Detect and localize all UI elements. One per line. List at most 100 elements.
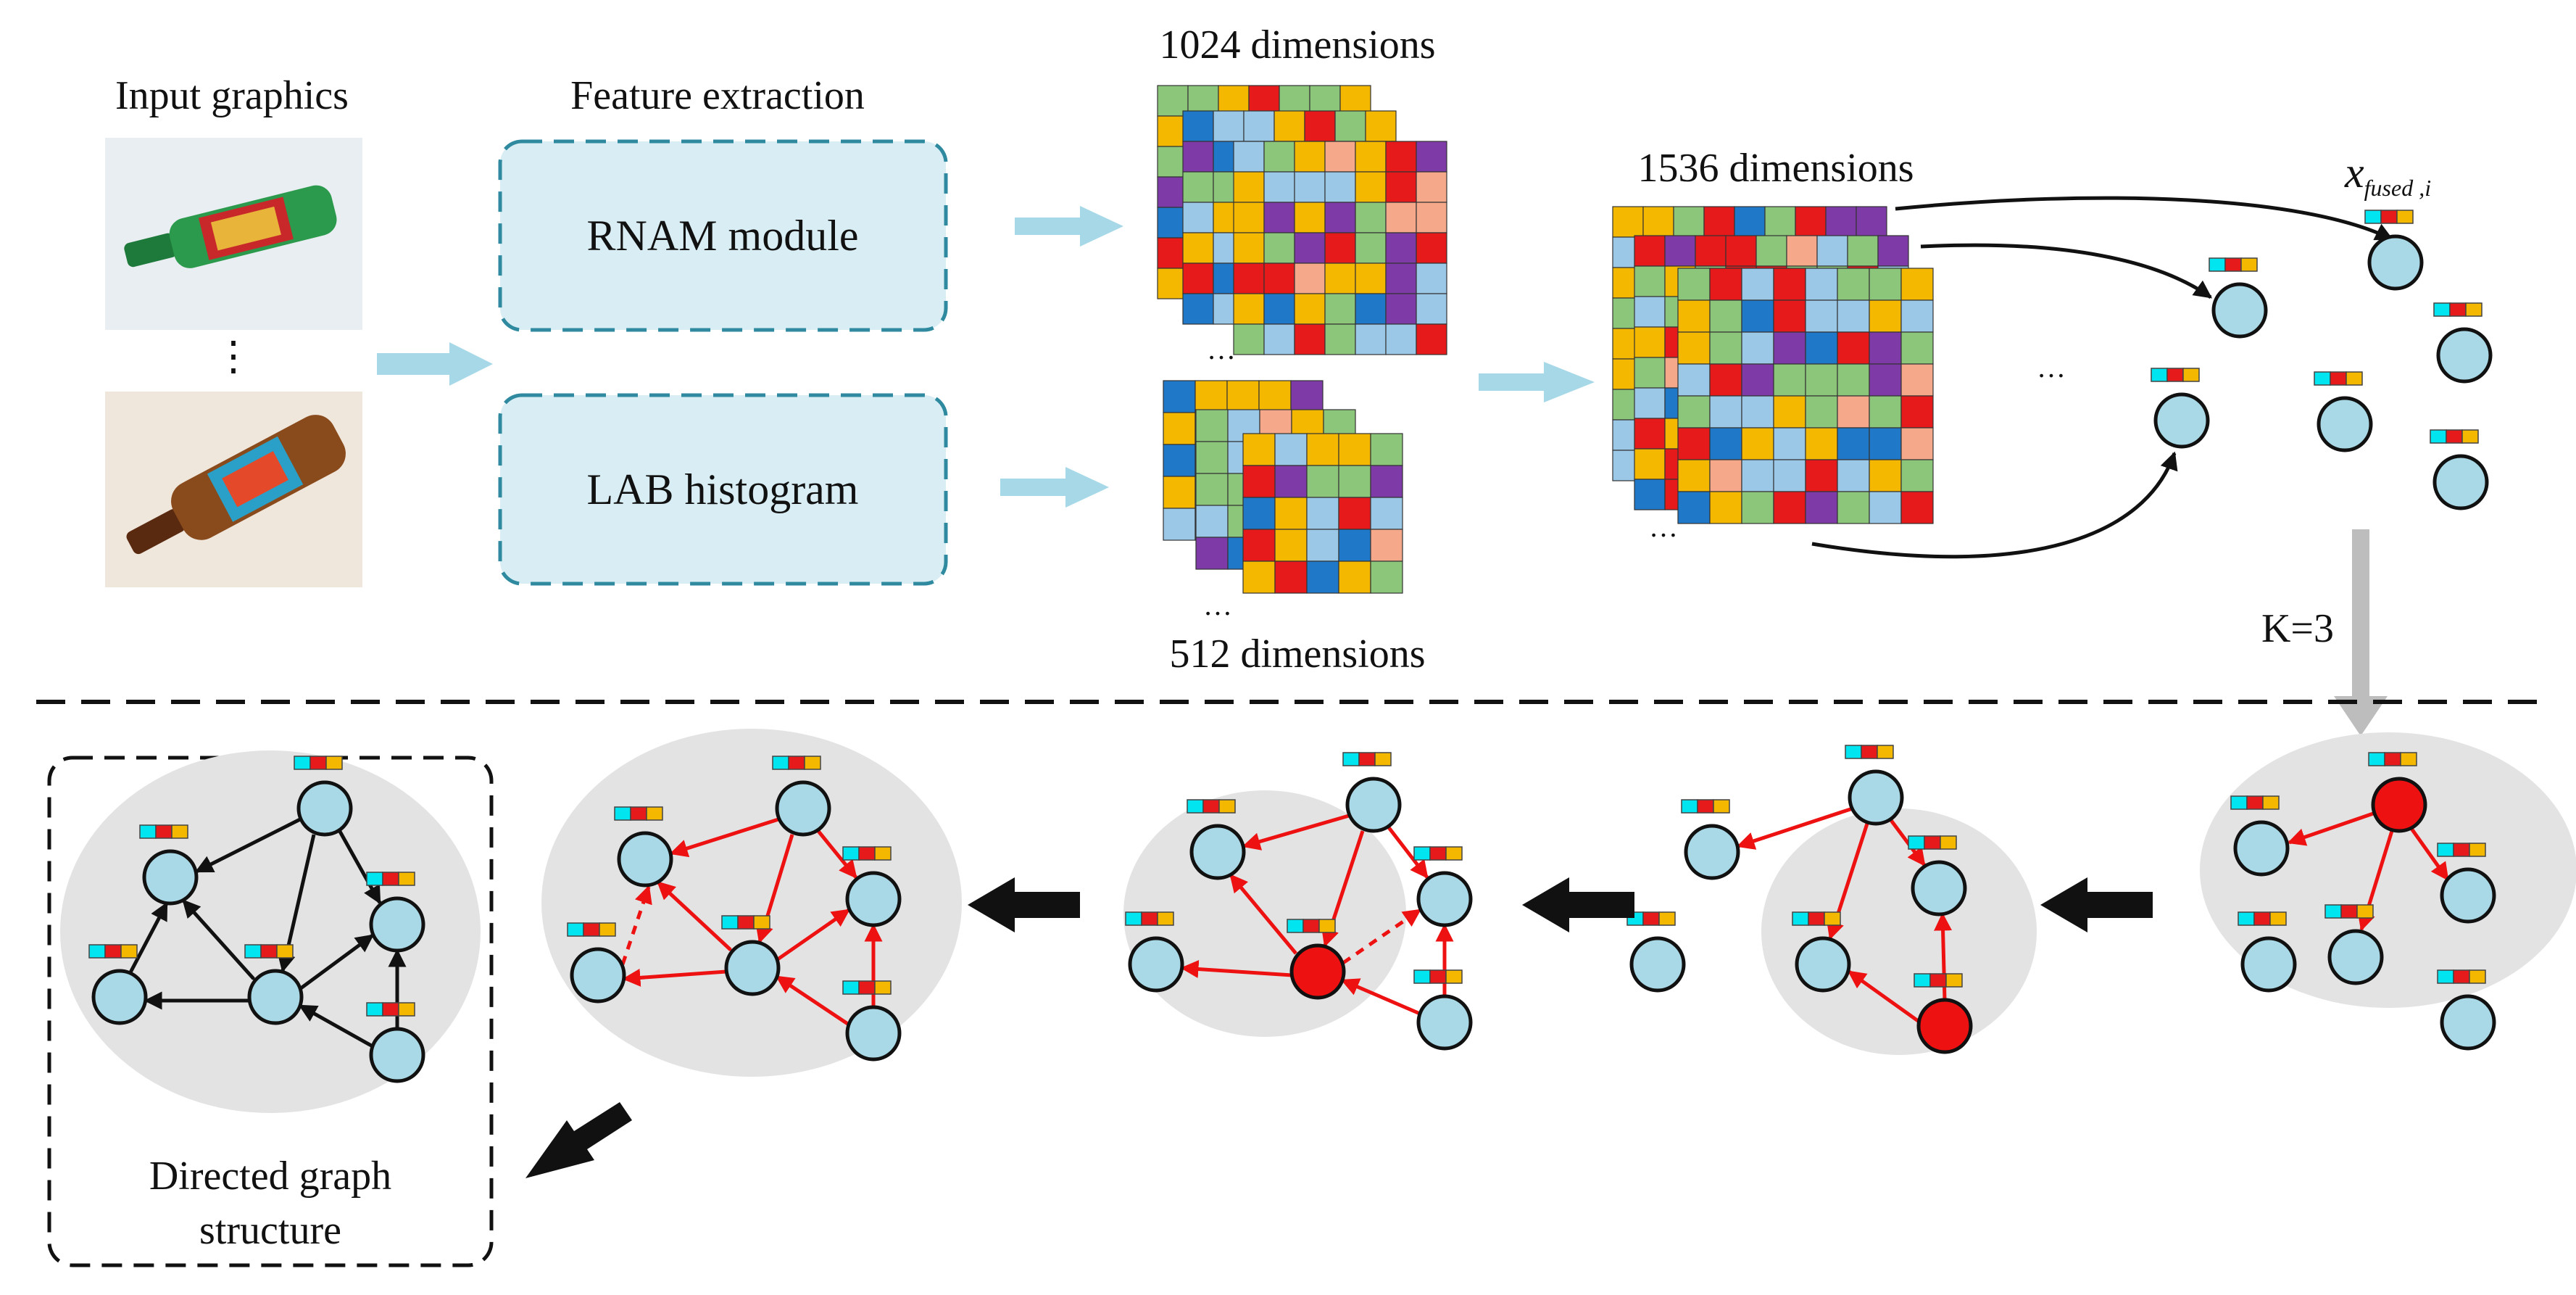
- grid-cell: [1900, 459, 1934, 492]
- grid-cell: [1338, 465, 1371, 498]
- graph-node: [2436, 327, 2493, 384]
- stage1-node: [2437, 843, 2496, 924]
- grid-cell: [1385, 232, 1417, 264]
- graph-edge: [2408, 825, 2450, 882]
- graph-edge: [1888, 818, 1927, 867]
- arrow-lab-to-512: [1000, 467, 1109, 508]
- feature-chip-cell: [2230, 795, 2248, 810]
- feature-chip-cell: [2238, 911, 2255, 926]
- feature-chip-cell: [398, 1002, 415, 1017]
- grid-cell: [1274, 433, 1308, 466]
- grid-cell: [1837, 363, 1870, 397]
- feature-chip-cell: [1374, 752, 1392, 766]
- grid-cell: [1869, 363, 1902, 397]
- feature-chip-cell: [2461, 429, 2479, 444]
- grid-cell: [1725, 235, 1757, 267]
- k-label: K=3: [2261, 606, 2334, 651]
- grid-cell: [1370, 497, 1403, 530]
- grid-cell: [1242, 465, 1276, 498]
- feature-chip-cell: [244, 944, 262, 959]
- graph-node: [2211, 282, 2268, 339]
- grid-cell: [1837, 299, 1870, 333]
- feature-nodes: [2151, 210, 2493, 510]
- arrow-input-to-features: [377, 342, 493, 386]
- feature-chip-cell: [2465, 302, 2482, 317]
- stage1-node: [2230, 795, 2290, 877]
- feature-chip-cell: [294, 756, 311, 770]
- grid-cell: [1900, 395, 1934, 429]
- grid-cell: [1741, 363, 1774, 397]
- grid-cell: [1370, 529, 1403, 562]
- feature-chip-cell: [1642, 911, 1660, 926]
- final-node: [139, 824, 199, 906]
- feature-chip-cell: [2246, 795, 2264, 810]
- grid-cell: [1195, 505, 1229, 538]
- feature-node-3: [2433, 302, 2493, 384]
- grid-cell: [1741, 491, 1774, 524]
- feature-chip-cell: [2182, 368, 2200, 382]
- grid-cell: [1634, 357, 1666, 389]
- grid-cell: [1195, 537, 1229, 570]
- graph-node: [1848, 769, 1904, 826]
- grid-cell: [1709, 459, 1742, 492]
- grid-cell: [1805, 459, 1838, 492]
- grid-cell: [1612, 206, 1644, 238]
- directed-graph-label-2: structure: [199, 1208, 341, 1253]
- grid-cell: [1355, 262, 1387, 294]
- grid-cell: [1242, 529, 1276, 562]
- grid-cell: [1355, 293, 1387, 325]
- grid-cell: [1900, 268, 1934, 301]
- feature-node-6: [2430, 429, 2489, 510]
- stage4-node: [721, 915, 781, 996]
- feature-chip-cell: [2469, 969, 2486, 984]
- grid-cell: [1263, 202, 1295, 233]
- graph-node: [1345, 777, 1402, 833]
- grid-cell: [1634, 265, 1666, 297]
- grid-cell: [1294, 262, 1326, 294]
- grid-cell: [1370, 433, 1403, 466]
- feature-chip-cell: [858, 980, 876, 995]
- grid-cell: [1263, 293, 1295, 325]
- grid-cell: [1355, 171, 1387, 203]
- bottle-image-bottom: [105, 392, 362, 587]
- feature-chip-cell: [2253, 911, 2271, 926]
- grid-cell: [1741, 331, 1774, 365]
- grid-cell: [1194, 380, 1228, 413]
- grid-cell: [1805, 395, 1838, 429]
- grid-cell: [1805, 427, 1838, 460]
- grid-cell: [1355, 323, 1387, 355]
- edge-grid-to-xfused: [1895, 196, 2394, 241]
- feature-chip-cell: [2430, 429, 2447, 444]
- final-node: [244, 944, 304, 1025]
- grid-cell: [1869, 299, 1902, 333]
- arrow-stage3-to-4: [968, 877, 1080, 932]
- feature-chip-cell: [2151, 368, 2168, 382]
- graph-node: [1629, 936, 1686, 993]
- feature-chip-cell: [2364, 210, 2382, 224]
- grid-cell: [1816, 235, 1848, 267]
- grid-cell: [1805, 299, 1838, 333]
- dim-512-label: 512 dimensions: [1169, 632, 1425, 677]
- rnam-module-label: RNAM module: [587, 212, 859, 260]
- feature-node-5: [2314, 371, 2373, 452]
- feature-chip-cell: [1940, 835, 1957, 850]
- graph-edge: [128, 901, 169, 974]
- stage4-node: [614, 806, 673, 888]
- feature-grid-1536: [1612, 206, 1934, 524]
- grid-cell: [1338, 560, 1371, 594]
- graph-node: [1795, 936, 1851, 993]
- arrow-stage2-to-3: [1522, 877, 1634, 932]
- grid-cell: [1677, 268, 1711, 301]
- grid-cell: [1709, 395, 1742, 429]
- feature-extraction-label: Feature extraction: [570, 73, 865, 118]
- grid-cell: [1741, 299, 1774, 333]
- grid-cell: [1869, 491, 1902, 524]
- grid-cell: [1182, 293, 1214, 325]
- stage3-node: [1187, 799, 1246, 880]
- final-node: [294, 756, 353, 837]
- feature-chip-cell: [1318, 919, 1336, 933]
- grid-cell: [1338, 433, 1371, 466]
- feature-chip-cell: [276, 944, 294, 959]
- grid-cell: [1677, 299, 1711, 333]
